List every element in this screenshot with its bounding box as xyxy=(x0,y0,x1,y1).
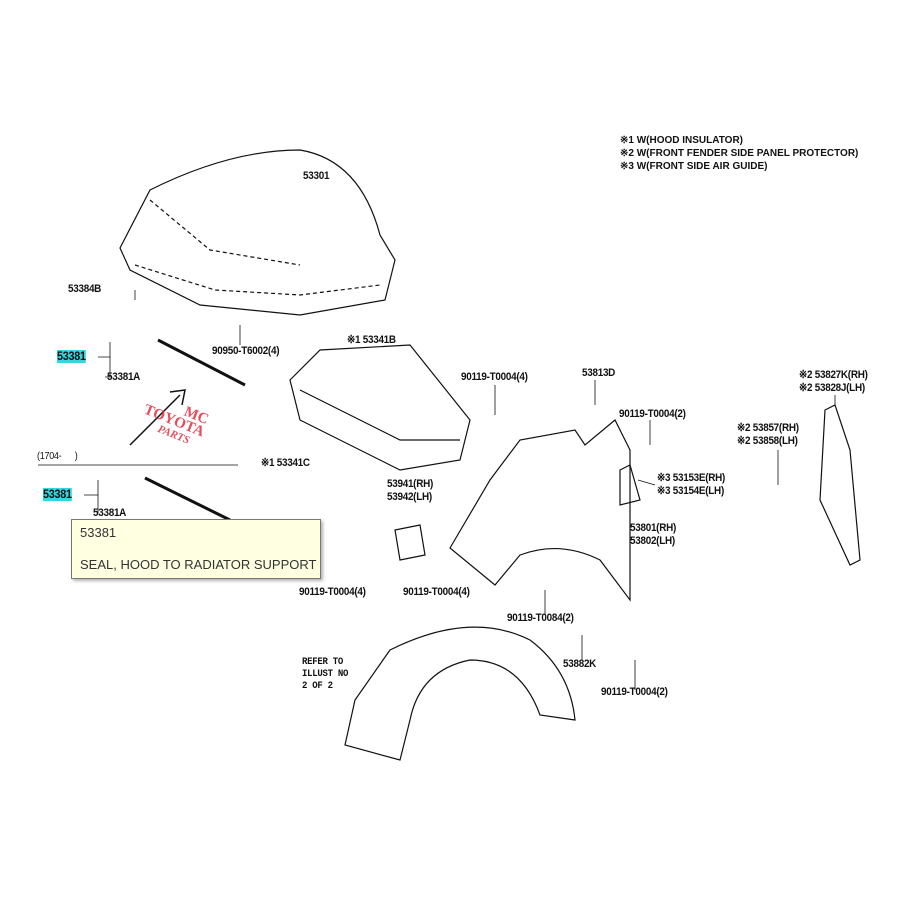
part-label[interactable]: 90119-T0004(2) xyxy=(619,408,686,420)
note-3: ※3 W(FRONT SIDE AIR GUIDE) xyxy=(620,161,768,172)
note-1: ※1 W(HOOD INSULATOR) xyxy=(620,135,744,146)
part-label[interactable]: 53802(LH) xyxy=(630,535,675,547)
air-guide-part xyxy=(619,464,641,506)
refer-note: REFER TO ILLUST NO 2 OF 2 xyxy=(302,657,349,692)
part-label[interactable]: ※3 53154E(LH) xyxy=(657,485,724,497)
part-label[interactable]: 53381A xyxy=(93,507,127,519)
part-label-highlighted[interactable]: 53381 xyxy=(43,487,72,501)
note-2: ※2 W(FRONT FENDER SIDE PANEL PROTECTOR) xyxy=(620,148,859,159)
fender-part xyxy=(449,419,631,602)
insulator-part xyxy=(289,344,471,471)
part-label[interactable]: 53381A xyxy=(107,371,141,383)
part-label[interactable]: 53882K xyxy=(563,658,597,670)
part-label[interactable]: ※2 53857(RH) xyxy=(737,422,799,434)
part-label-highlighted[interactable]: 53381 xyxy=(57,349,86,363)
notes-legend: ※1 W(HOOD INSULATOR) ※2 W(FRONT FENDER S… xyxy=(620,134,858,173)
hood-part xyxy=(119,149,396,316)
part-label[interactable]: 53941(RH) xyxy=(387,478,433,490)
hood-inner-lines xyxy=(134,199,381,296)
date-range-label: (1704- ) xyxy=(37,451,78,462)
part-label[interactable]: 53942(LH) xyxy=(387,491,432,503)
part-label[interactable]: 90119-T0004(4) xyxy=(299,586,366,598)
part-label[interactable]: 90119-T0084(2) xyxy=(507,612,574,624)
part-label[interactable]: ※1 53341B xyxy=(347,334,396,346)
protector-part xyxy=(819,404,861,566)
part-label[interactable]: ※2 53827K(RH) xyxy=(799,369,868,381)
part-label[interactable]: 90119-T0004(4) xyxy=(461,371,528,383)
bracket-part xyxy=(394,524,426,561)
seal-lower xyxy=(144,476,231,522)
part-label[interactable]: 90119-T0004(4) xyxy=(403,586,470,598)
part-label[interactable]: ※3 53153E(RH) xyxy=(657,472,726,484)
part-label[interactable]: ※1 53341C xyxy=(261,457,310,469)
part-label[interactable]: 53813D xyxy=(582,367,616,379)
part-label[interactable]: 53301 xyxy=(303,170,330,182)
part-tooltip: 53381 SEAL, HOOD TO RADIATOR SUPPORT xyxy=(71,519,321,579)
part-label[interactable]: ※2 53858(LH) xyxy=(737,435,798,447)
seal-upper xyxy=(157,338,246,387)
part-label[interactable]: 90119-T0004(2) xyxy=(601,686,668,698)
leader-lines xyxy=(38,290,836,690)
arrow xyxy=(129,389,186,446)
liner-part xyxy=(344,626,576,761)
part-label[interactable]: 90950-T6002(4) xyxy=(212,345,280,357)
part-label[interactable]: ※2 53828J(LH) xyxy=(799,382,865,394)
part-label[interactable]: 53801(RH) xyxy=(630,522,676,534)
tooltip-description: SEAL, HOOD TO RADIATOR SUPPORT xyxy=(80,557,317,572)
part-label[interactable]: 53384B xyxy=(68,283,102,295)
tooltip-part-number: 53381 xyxy=(80,525,117,540)
